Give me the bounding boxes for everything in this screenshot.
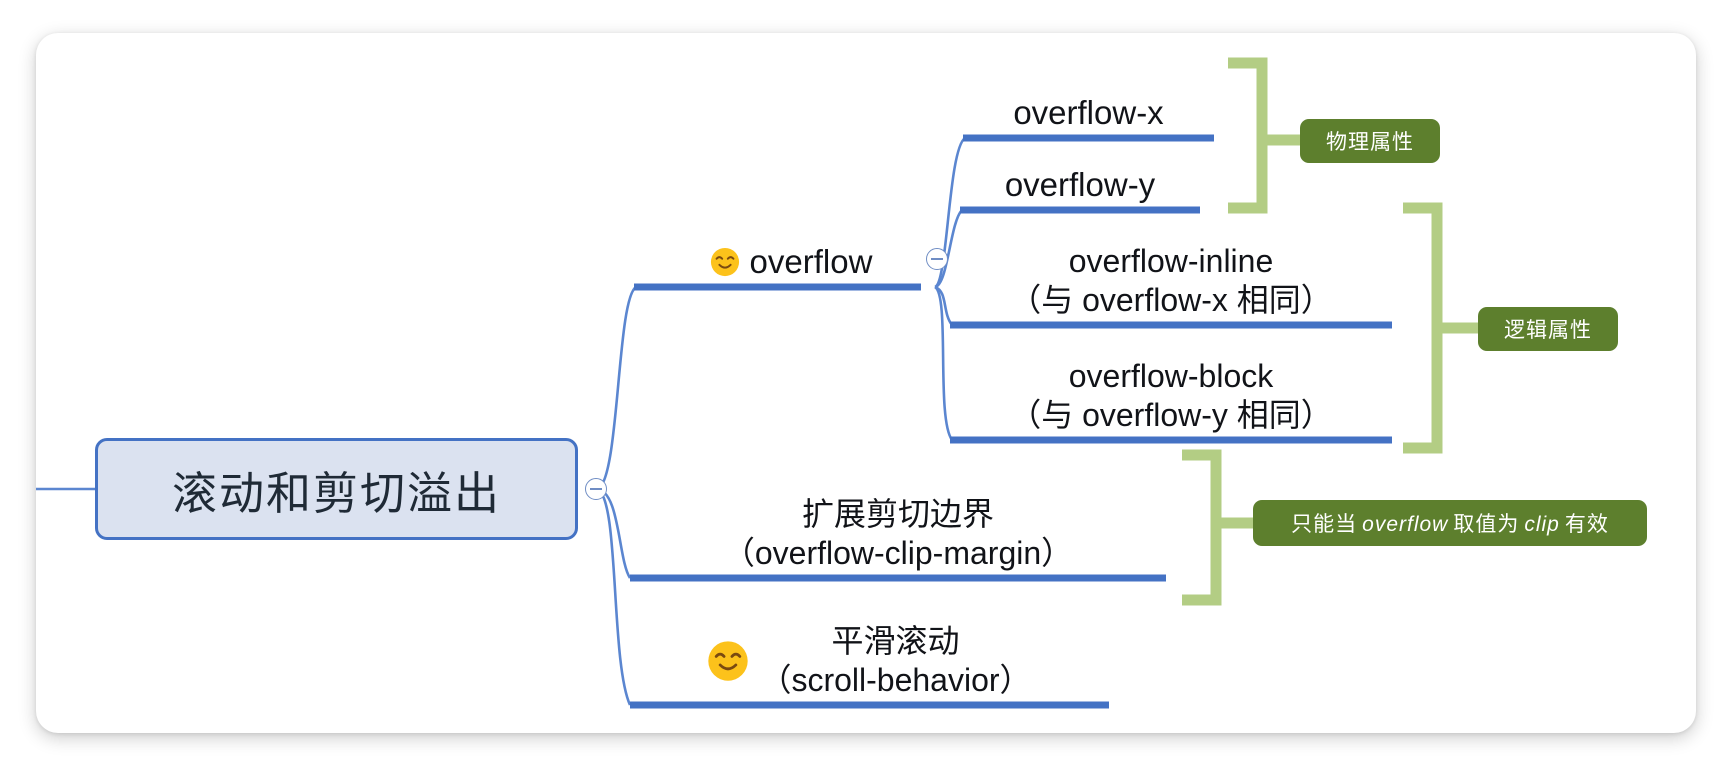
node-scroll-behavior-label: 平滑滚动 （scroll-behavior） [759,622,1032,698]
overflow-collapse-toggle[interactable] [926,248,948,270]
node-overflow-y-label: overflow-y [1004,165,1156,203]
node-overflow-x-label: overflow-x [1013,93,1164,131]
root-collapse-toggle[interactable] [585,478,607,500]
node-overflow-clip-margin-label: 扩展剪切边界 （overflow-clip-margin） [722,495,1074,571]
node-overflow-block-label: overflow-block （与 overflow-y 相同） [1009,357,1333,433]
smiling-face-emoji [707,640,749,682]
badge-logical-properties[interactable]: 逻辑属性 [1478,307,1618,351]
node-overflow-block[interactable]: overflow-block （与 overflow-y 相同） [950,343,1392,439]
node-scroll-behavior[interactable]: 平滑滚动 （scroll-behavior） [630,608,1109,704]
root-node-label: 滚动和剪切溢出 [171,467,501,519]
root-node[interactable]: 滚动和剪切溢出 [95,438,578,540]
node-overflow-clip-margin[interactable]: 扩展剪切边界 （overflow-clip-margin） [630,481,1166,577]
badge-logical-properties-label: 逻辑属性 [1504,319,1592,342]
badge-physical-properties-label: 物理属性 [1326,131,1414,154]
node-overflow-inline[interactable]: overflow-inline （与 overflow-x 相同） [950,228,1392,324]
node-overflow[interactable]: overflow [660,228,922,286]
badge-physical-properties[interactable]: 物理属性 [1300,119,1440,163]
node-overflow-x[interactable]: overflow-x [963,84,1214,137]
node-overflow-y[interactable]: overflow-y [960,156,1200,209]
node-overflow-inline-label: overflow-inline （与 overflow-x 相同） [1009,242,1333,318]
smiling-face-emoji [710,247,740,277]
node-overflow-label: overflow [749,242,873,280]
